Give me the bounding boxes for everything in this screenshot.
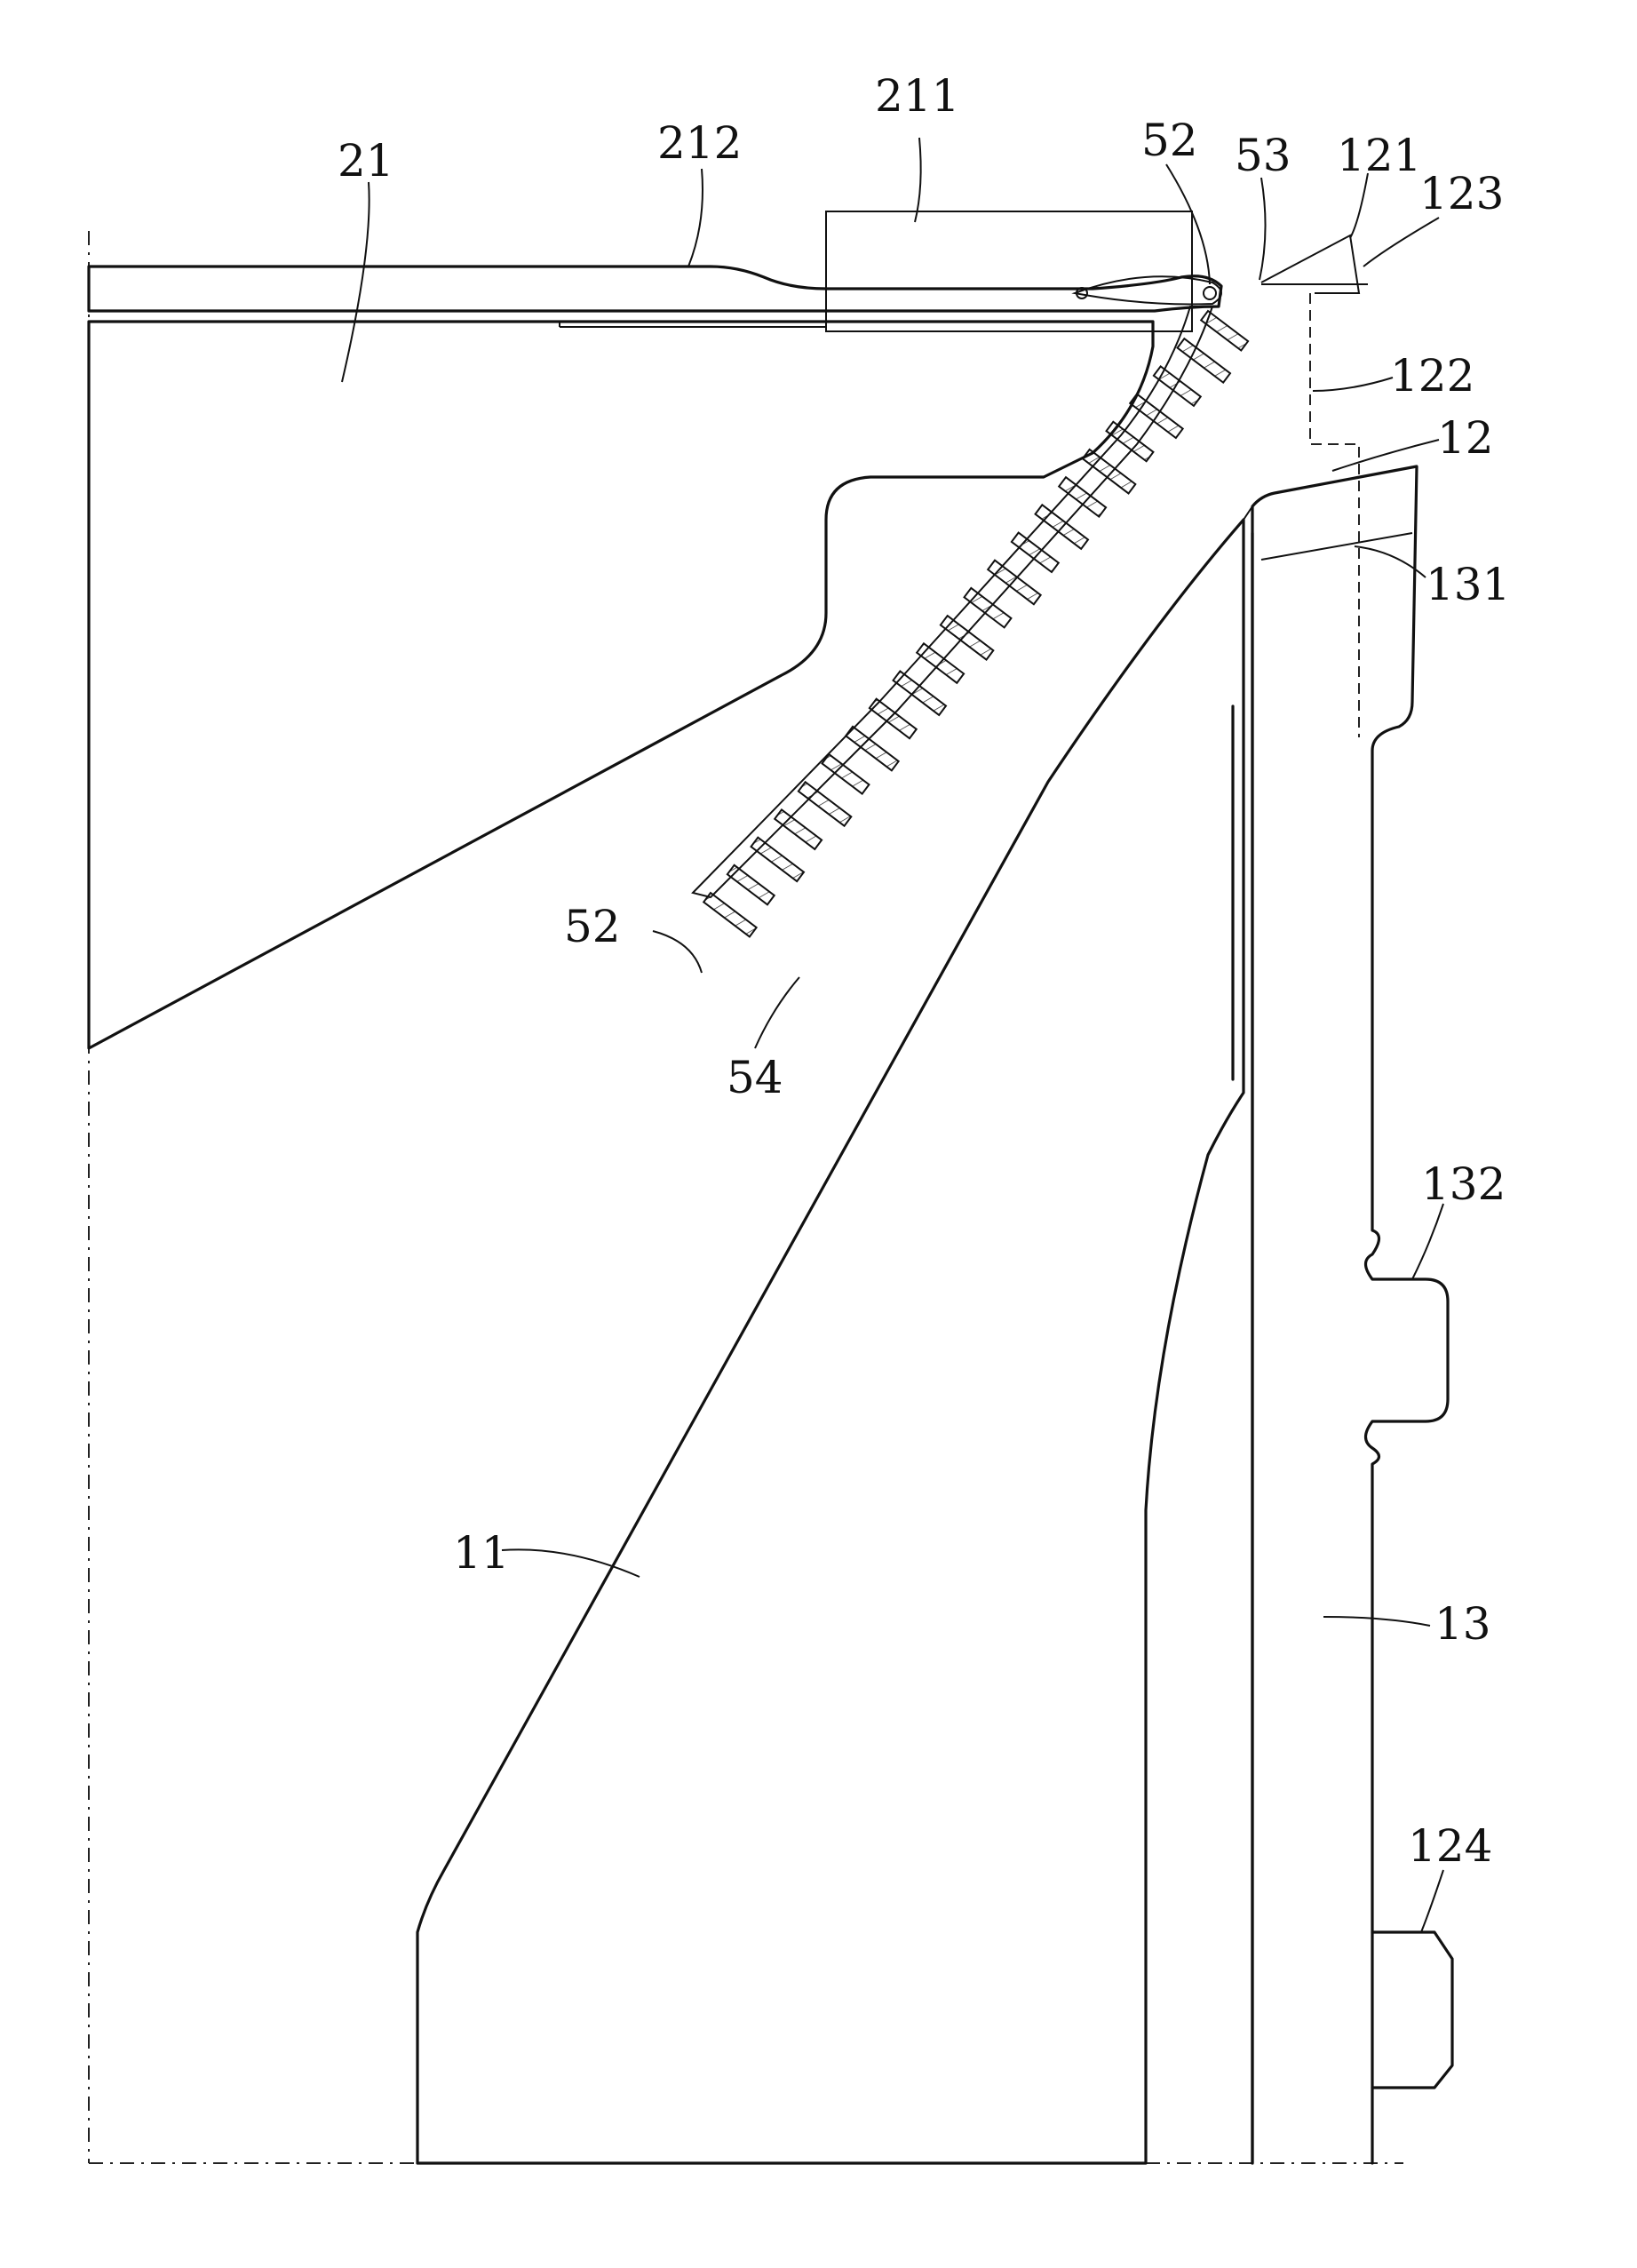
leader-52a [1166,164,1210,284]
brush-fin [727,865,775,905]
part-212-cover [89,267,1221,311]
leader-13 [1323,1617,1430,1626]
leader-212 [688,169,703,267]
brush-fin [917,643,964,683]
brush-fin [799,782,851,825]
label-123: 123 [1419,168,1504,219]
brush-fin [1083,450,1135,493]
label-52-top: 52 [1141,115,1198,166]
label-21: 21 [338,135,394,187]
clip-52-top [1075,276,1221,304]
brush-holder-strip [693,306,1212,897]
brush-fin [988,561,1040,604]
label-12: 12 [1437,412,1494,464]
brush-fin [846,727,898,770]
brush-fin [1178,338,1230,382]
label-122: 122 [1390,350,1474,402]
leader-132 [1412,1204,1443,1279]
brush-fin [965,588,1012,628]
part-122-dashed [1310,293,1359,737]
brush-fin [1107,422,1154,462]
brush-fin [1036,505,1088,548]
leader-123 [1363,218,1439,267]
brush-fin [775,809,822,849]
label-124: 124 [1408,1820,1492,1872]
leader-124 [1421,1870,1443,1932]
label-211: 211 [875,70,959,122]
leader-21 [342,182,370,382]
leader-121 [1350,173,1368,238]
label-54: 54 [727,1052,783,1103]
leader-122 [1313,378,1393,391]
leader-54 [755,977,799,1048]
leader-211 [915,138,921,222]
part-211-box [826,211,1192,331]
brush-fin [1201,311,1248,351]
part-13-plate [1252,466,1448,2163]
part-21-body [89,322,1153,1048]
brush-fin [822,754,870,794]
brush-fin [751,838,804,881]
brush-fin [1154,366,1201,406]
leader-52b [653,931,702,973]
part-124-tab [1372,1932,1452,2088]
label-13: 13 [1434,1598,1491,1650]
label-132: 132 [1421,1158,1506,1210]
brush-fin [1130,394,1182,438]
pivot-pin-2 [1204,287,1216,299]
brush-fin [894,671,946,714]
label-121: 121 [1337,130,1421,181]
label-53: 53 [1235,130,1291,181]
label-131: 131 [1426,559,1510,610]
label-212: 212 [657,117,742,169]
label-52-lower: 52 [564,901,621,952]
brush-fin [703,893,756,936]
label-11: 11 [453,1527,510,1579]
leader-53 [1260,178,1266,280]
